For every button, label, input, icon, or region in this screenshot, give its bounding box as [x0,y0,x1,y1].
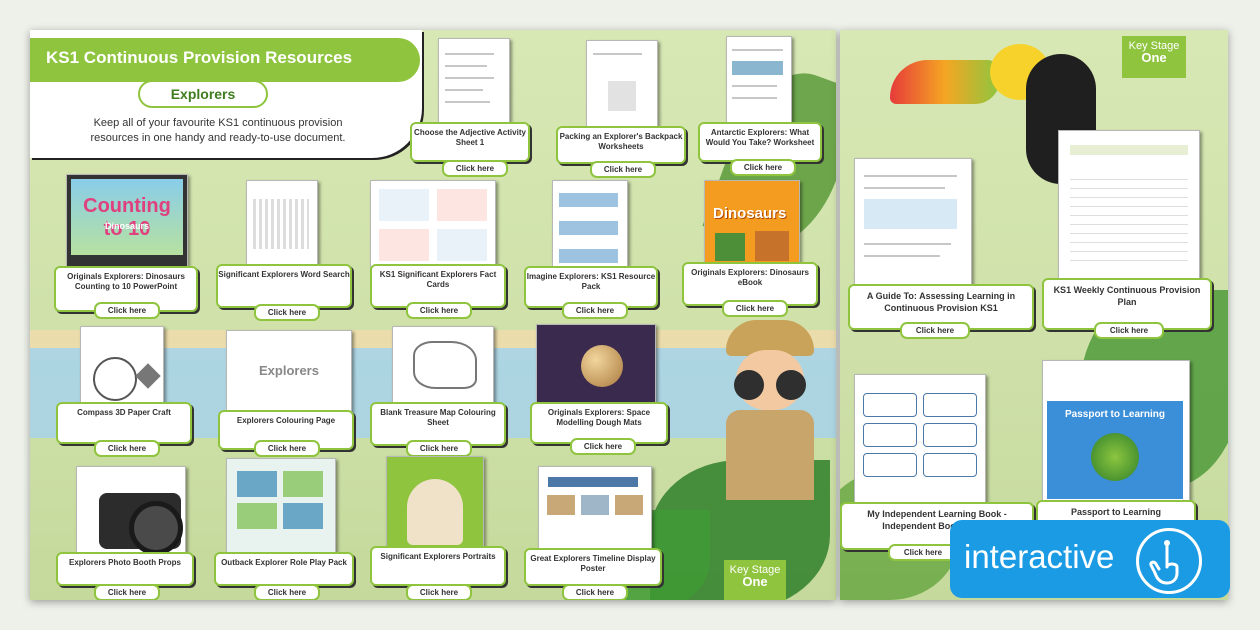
resource-thumbnail [854,158,972,290]
thumbnail-title: Counting to 10 [83,195,171,240]
title-bar: KS1 Continuous Provision Resources [30,38,420,82]
resource-title: Explorers Photo Booth Props [56,552,194,586]
right-page: Key Stage One A Guide To: Assessing Lear… [840,30,1228,600]
left-page: KS1 Continuous Provision Resources Explo… [30,30,836,600]
resource-thumbnail [586,40,658,134]
resource-thumbnail [226,458,336,566]
resource-thumbnail [854,374,986,506]
resource-title: Significant Explorers Word Search [216,264,352,308]
intro-text: Keep all of your favourite KS1 continuou… [90,117,346,144]
passport-cover: Passport to Learning [1047,401,1183,499]
interactive-button[interactable]: interactive [950,520,1230,598]
click-here-button[interactable]: Click here [406,584,472,600]
camera-lens [129,501,183,555]
resource-thumbnail: Passport to Learning [1042,360,1190,508]
resource-title: Originals Explorers: Dinosaurs eBook [682,262,818,306]
header-panel: KS1 Continuous Provision Resources Explo… [30,30,422,158]
resource-thumbnail: Explorers [226,330,352,418]
click-here-button[interactable]: Click here [1094,322,1164,339]
resource-thumbnail [80,326,164,410]
resource-thumbnail [392,326,494,410]
resource-title: Antarctic Explorers: What Would You Take… [698,122,822,162]
click-here-button[interactable]: Click here [94,302,160,319]
resource-thumbnail [370,180,496,270]
resource-thumbnail [386,456,484,558]
resource-thumbnail [1058,130,1200,280]
resource-title: Outback Explorer Role Play Pack [214,552,354,586]
thumbnail-title: Passport to Learning [1064,409,1165,420]
click-here-button[interactable]: Click here [406,302,472,319]
thumbnail-title: Dinosaurs [713,205,787,222]
resource-title: Significant Explorers Portraits [370,546,506,586]
key-stage-one-text: One [742,574,768,589]
resource-title: Packing an Explorer's Backpack Worksheet… [556,126,686,164]
click-here-button[interactable]: Click here [254,584,320,600]
resource-thumbnail [438,38,510,130]
thumbnail-subtitle: Dinosaurs [104,221,149,231]
key-stage-text: Key Stage [729,564,781,576]
click-here-button[interactable]: Click here [254,440,320,457]
resource-thumbnail [726,36,792,128]
click-here-button[interactable]: Click here [406,440,472,457]
explorer-character [720,320,820,520]
resource-thumbnail [246,180,318,272]
click-here-button[interactable]: Click here [94,440,160,457]
click-here-button[interactable]: Click here [94,584,160,600]
resource-title: Great Explorers Timeline Display Poster [524,548,662,586]
click-here-button[interactable]: Click here [442,160,508,177]
thumbnail-title: Explorers [259,363,319,378]
click-here-button[interactable]: Click here [722,300,788,317]
interactive-label: interactive [964,538,1115,575]
click-here-button[interactable]: Click here [900,322,970,339]
resource-title: Originals Explorers: Space Modelling Dou… [530,402,668,444]
click-here-button[interactable]: Click here [562,584,628,600]
click-here-button[interactable]: Click here [888,544,958,561]
resource-thumbnail [538,466,652,550]
click-here-button[interactable]: Click here [590,161,656,178]
key-stage-one-badge: Key Stage One [1122,36,1186,78]
resource-thumbnail [552,180,628,274]
section-subtitle: Explorers [138,80,268,108]
resource-thumbnail [536,324,656,408]
click-here-button[interactable]: Click here [730,159,796,176]
resource-title: Compass 3D Paper Craft [56,402,192,444]
key-stage-one-text: One [1141,50,1167,65]
resource-thumbnail: Counting to 10 Dinosaurs [66,174,188,268]
resource-title: KS1 Significant Explorers Fact Cards [370,264,506,308]
resource-title: Imagine Explorers: KS1 Resource Pack [524,266,658,308]
page-title: KS1 Continuous Provision Resources [46,48,353,67]
laptop-screen: Counting to 10 Dinosaurs [71,179,183,255]
click-here-button[interactable]: Click here [562,302,628,319]
pointer-hand-icon [1136,528,1202,594]
resource-thumbnail [76,466,186,568]
click-here-button[interactable]: Click here [570,438,636,455]
click-here-button[interactable]: Click here [254,304,320,321]
resource-title: Originals Explorers: Dinosaurs Counting … [54,266,198,312]
key-stage-text: Key Stage [1128,40,1180,52]
key-stage-one-badge: Key Stage One [724,560,786,600]
resource-title: Choose the Adjective Activity Sheet 1 [410,122,530,162]
resource-thumbnail: Dinosaurs [704,180,800,272]
